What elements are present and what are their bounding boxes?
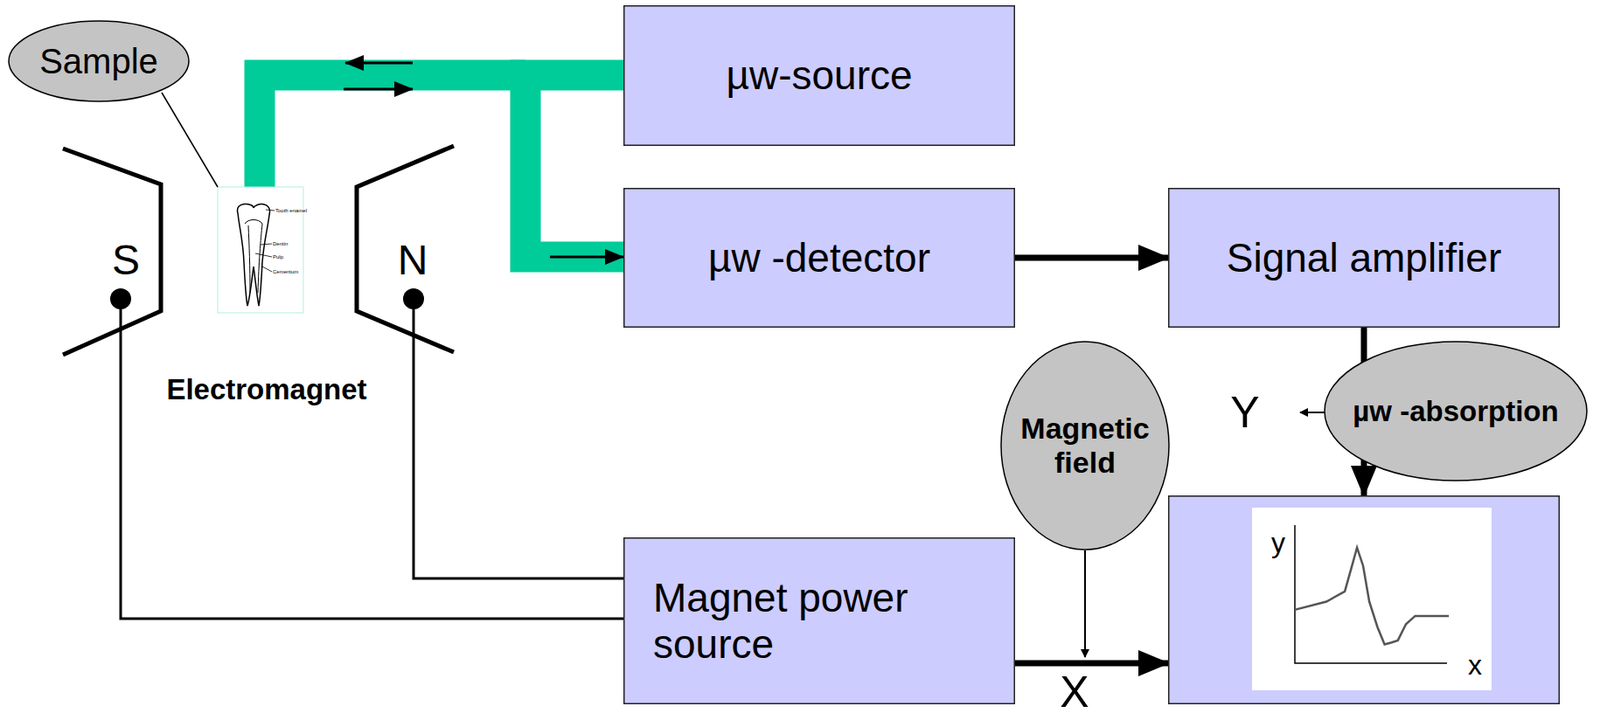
leader-line [265,209,275,211]
process-box: µw -detector [623,187,1016,328]
leader-line [255,253,272,258]
sample-ellipse: Sample [7,20,190,103]
leader-line [161,92,218,188]
axis-label: x [1467,651,1482,680]
plot-box: yx [1168,495,1560,705]
part-label: Tooth enamel [275,208,307,214]
process-box: µw-source [623,5,1016,147]
plot-graph [1168,495,1560,705]
axis-label: y [1271,528,1286,557]
tooth [237,203,271,307]
sample-holder [217,187,304,314]
tooth-pulp [244,220,263,294]
signal-label: Y [1228,390,1261,435]
wire [413,299,624,579]
wire [120,299,624,620]
leader-line [262,266,272,272]
magnet-pole [62,148,161,355]
wave-arrow [345,62,413,65]
leader-line [260,243,272,245]
part-label: Electromagnet [166,375,367,404]
part-label: Cementum [272,269,299,275]
node-label: µw -detector [708,235,931,282]
node-label: Signal amplifier [1226,235,1502,282]
connector [525,75,624,258]
pole-label: N [397,239,429,282]
part-label: Dentin [272,241,288,247]
pole-label: S [111,239,140,282]
part-label: Pulp [272,254,284,260]
node-label: Magnet power source [653,575,942,668]
callout-arrow [1084,550,1086,658]
callout-ellipse: Magnetic field [1000,340,1170,551]
wave-arrow [343,88,413,91]
callout-ellipse: µw -absorption [1323,340,1588,482]
node-label: Magnetic field [1010,411,1160,480]
node-label: µw -absorption [1352,395,1559,429]
node-label: µw-source [725,52,912,99]
process-box: Magnet power source [623,537,1016,705]
connector [1015,257,1169,259]
process-box: Signal amplifier [1168,187,1560,328]
magnet-pole [356,146,454,353]
node-label: Sample [39,41,159,82]
connector [1015,663,1169,665]
callout-arrow [1300,411,1326,414]
signal-label: X [1057,670,1091,715]
